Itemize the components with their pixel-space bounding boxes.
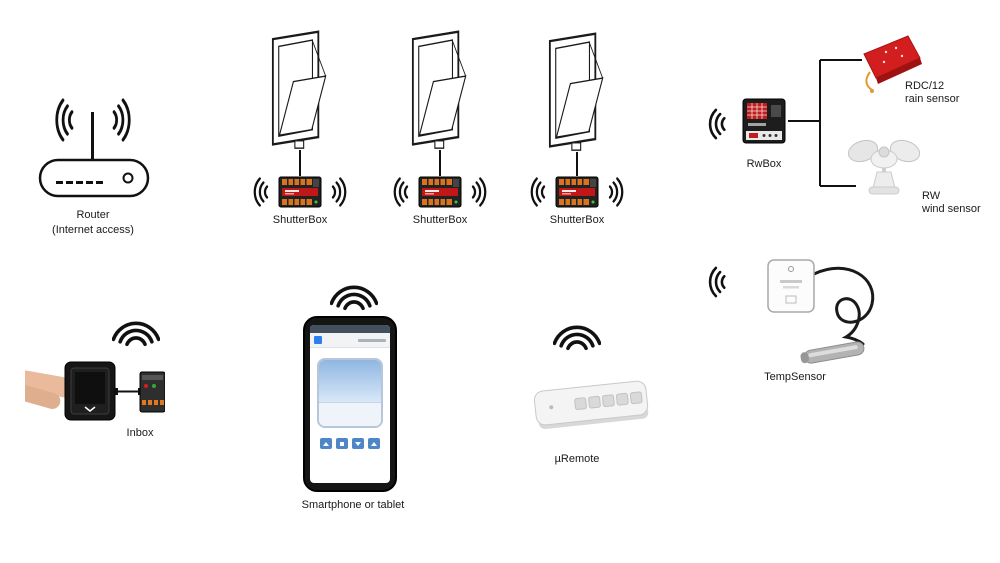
- rain-sensor-icon: [856, 32, 926, 98]
- shutterbox-device-icon: [555, 176, 599, 208]
- bracket-connector: [786, 55, 866, 191]
- shutter-control-buttons: [310, 438, 390, 449]
- wind-sensor-name: RW: [922, 190, 941, 202]
- antenna-icon: [91, 112, 94, 160]
- connector-line: [576, 152, 578, 176]
- rain-sensor-name: RDC/12: [905, 80, 945, 92]
- window-open-icon: [544, 30, 610, 152]
- router-label: Router: [76, 209, 110, 221]
- smartphone-screen: [310, 325, 390, 483]
- phone-app-bar: [310, 333, 390, 348]
- inbox-figure: [25, 352, 165, 430]
- smartphone-icon: [303, 316, 397, 492]
- inbox-module-icon: [139, 371, 165, 413]
- remote-icon: [528, 372, 656, 444]
- connector-line: [439, 150, 441, 176]
- smartphone-label: Smartphone or tablet: [301, 499, 405, 511]
- wifi-icon: [553, 320, 601, 354]
- wifi-icon: [246, 173, 272, 211]
- wifi-icon: [46, 92, 78, 148]
- wall-switch-icon: [64, 361, 116, 421]
- wifi-icon: [468, 173, 494, 211]
- rwbox-device-icon: [742, 98, 786, 144]
- wifi-icon: [386, 173, 412, 211]
- connector-line: [299, 150, 301, 176]
- phone-status-bar: [310, 325, 390, 333]
- shutter-up-button: [320, 438, 332, 449]
- tempsensor-label: TempSensor: [764, 371, 826, 383]
- sensor-cable: [812, 266, 875, 346]
- wifi-icon: [605, 173, 631, 211]
- router-sublabel: (Internet access): [52, 224, 134, 236]
- wifi-icon: [328, 173, 354, 211]
- inbox-label: Inbox: [126, 427, 154, 439]
- shutterbox-label: ShutterBox: [272, 214, 328, 226]
- wifi-icon: [112, 316, 160, 350]
- shutterbox-label: ShutterBox: [549, 214, 605, 226]
- rain-sensor-type: rain sensor: [905, 93, 960, 105]
- shutter-fav-button: [368, 438, 380, 449]
- shutterbox-device-icon: [278, 176, 322, 208]
- tempsensor-device-icon: [752, 252, 902, 370]
- app-title-placeholder: [358, 338, 386, 342]
- router-icon: [38, 158, 150, 198]
- app-icon: [314, 336, 322, 344]
- shutterbox-label: ShutterBox: [412, 214, 468, 226]
- wind-sensor-icon: [846, 126, 922, 200]
- wifi-icon: [523, 173, 549, 211]
- shutter-stop-button: [336, 438, 348, 449]
- rwbox-label: RwBox: [746, 158, 782, 170]
- wind-sensor-type: wind sensor: [922, 203, 981, 215]
- wifi-icon: [700, 262, 730, 302]
- wifi-icon: [108, 92, 140, 148]
- wifi-icon: [330, 280, 378, 314]
- uremote-label: µRemote: [554, 453, 600, 465]
- shutter-widget-icon: [317, 358, 383, 428]
- tempsensor-probe-icon: [800, 341, 865, 364]
- wifi-icon: [700, 104, 730, 144]
- window-open-icon: [267, 28, 333, 150]
- window-open-icon: [407, 28, 473, 150]
- shutter-down-button: [352, 438, 364, 449]
- shutterbox-device-icon: [418, 176, 462, 208]
